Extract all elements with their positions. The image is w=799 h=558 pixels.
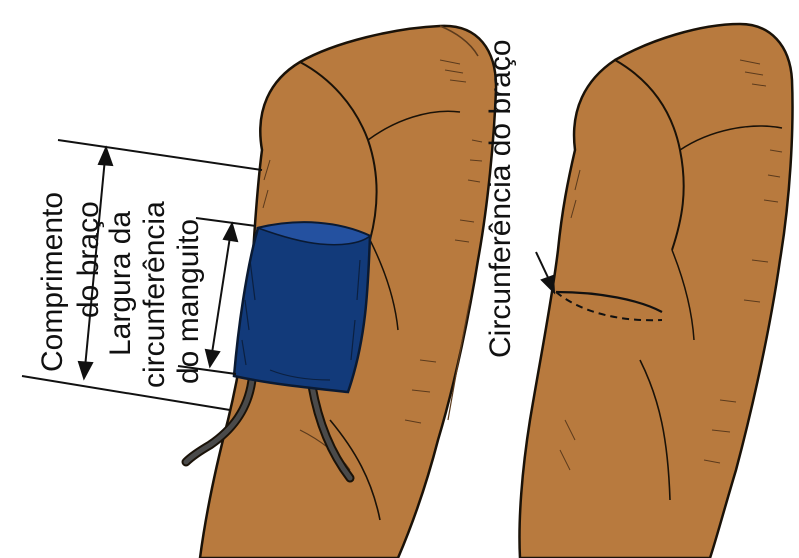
label-cuff-width-line2: circunferência (138, 201, 171, 388)
label-arm-circumference: Circunferência do braço (484, 39, 517, 358)
right-arm-illustration (519, 24, 792, 558)
label-cuff-width-line1: Largura da (104, 211, 137, 356)
blood-pressure-cuff (234, 222, 370, 392)
label-arm-length-line2: do braço (72, 201, 105, 318)
label-arm-length: Comprimento do braço (36, 192, 105, 372)
label-cuff-width-line3: do manguito (172, 219, 205, 384)
label-cuff-width: Largura da circunferência do manguito (104, 201, 205, 388)
label-arm-length-line1: Comprimento (36, 192, 69, 372)
circumference-pointer-arrow (536, 252, 554, 292)
